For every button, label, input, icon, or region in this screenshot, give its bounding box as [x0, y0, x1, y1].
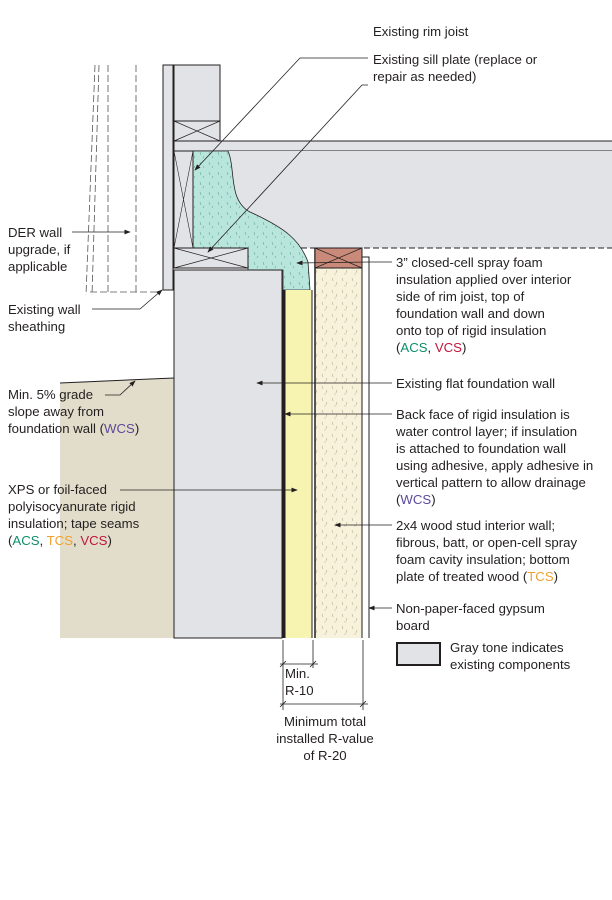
- label-der-wall: DER wall upgrade, if applicable: [8, 224, 70, 275]
- paren: (: [8, 533, 13, 548]
- label-line: Gray tone indicates: [450, 640, 564, 655]
- label-line: 3” closed-cell spray foam: [396, 255, 543, 270]
- rigid-insulation: [283, 290, 312, 638]
- label-line: 2x4 wood stud interior wall;: [396, 518, 556, 533]
- paren: ): [107, 533, 112, 548]
- label-line: onto top of rigid insulation: [396, 323, 547, 338]
- label-foundation-wall: Existing flat foundation wall: [396, 376, 556, 391]
- dimension-lines: [279, 640, 368, 710]
- label-text: plate of treated wood (: [396, 569, 528, 584]
- label-grade: Min. 5% grade slope away from foundation…: [8, 386, 139, 437]
- code-acs: ACS: [400, 340, 428, 355]
- paren: ): [461, 340, 467, 355]
- label-min-total: Minimum total installed R-value of R-20: [270, 713, 380, 764]
- label-line: Min.: [285, 666, 310, 681]
- leader-lines: [72, 57, 392, 611]
- label-line: foundation wall (WCS): [8, 420, 139, 437]
- label-line: using adhesive, apply adhesive in: [396, 458, 594, 473]
- code-tcs: TCS: [46, 533, 73, 548]
- label-line: Existing wall: [8, 302, 81, 317]
- label-line: Back face of rigid insulation is: [396, 407, 570, 422]
- label-line: water control layer; if insulation: [396, 424, 578, 439]
- code-vcs: VCS: [80, 533, 108, 548]
- label-codes: (WCS): [396, 491, 593, 508]
- wall-sheathing: [162, 64, 174, 291]
- sep: ,: [39, 533, 47, 548]
- label-line: of R-20: [303, 748, 347, 763]
- legend-swatch: [396, 642, 441, 666]
- subfloor: [173, 140, 612, 152]
- paren: (: [396, 340, 401, 355]
- label-back-face: Back face of rigid insulation is water c…: [396, 406, 593, 508]
- label-sill-plate: Existing sill plate (replace or repair a…: [373, 51, 537, 85]
- label-xps: XPS or foil-faced polyisocyanurate rigid…: [8, 481, 139, 549]
- label-line: Min. 5% grade: [8, 387, 94, 402]
- label-line: insulation applied over interior: [396, 272, 572, 287]
- label-line: foundation wall and down: [396, 306, 545, 321]
- code-acs: ACS: [12, 533, 40, 548]
- label-line: board: [396, 618, 430, 633]
- code-tcs: TCS: [527, 569, 554, 584]
- label-line: DER wall: [8, 225, 63, 240]
- label-line: R-10: [285, 683, 314, 698]
- foundation-wall: [173, 269, 283, 639]
- label-wall-sheathing: Existing wall sheathing: [8, 301, 81, 335]
- label-stud-wall: 2x4 wood stud interior wall; fibrous, ba…: [396, 517, 577, 585]
- label-line: XPS or foil-faced: [8, 482, 107, 497]
- paren: ): [553, 569, 559, 584]
- paren: ): [431, 492, 436, 507]
- label-line: sheathing: [8, 319, 66, 334]
- label-line: installed R-value: [276, 731, 374, 746]
- code-vcs: VCS: [434, 340, 462, 355]
- label-line: vertical pattern to allow drainage: [396, 475, 586, 490]
- label-spray-foam: 3” closed-cell spray foam insulation app…: [396, 254, 571, 356]
- label-rim-joist: Existing rim joist: [373, 24, 469, 39]
- label-line: insulation; tape seams: [8, 516, 140, 531]
- upper-wall-stud: [173, 64, 221, 122]
- label-gypsum: Non-paper-faced gypsum board: [396, 600, 545, 634]
- code-wcs: WCS: [400, 492, 432, 507]
- gypsum-board: [362, 256, 370, 638]
- stud-cavity: [315, 268, 362, 638]
- sep: ,: [427, 340, 435, 355]
- label-min-r10: Min. R-10: [285, 665, 314, 699]
- label-line: existing components: [450, 657, 571, 672]
- legend-text: Gray tone indicates existing components: [450, 639, 570, 673]
- code-wcs: WCS: [104, 421, 135, 436]
- paren: ): [134, 421, 140, 436]
- label-text: foundation wall (: [8, 421, 105, 436]
- soil: [60, 378, 174, 638]
- label-line: foam cavity insulation; bottom: [396, 552, 570, 567]
- label-line: slope away from: [8, 404, 105, 419]
- label-line: repair as needed): [373, 69, 477, 84]
- label-line: Non-paper-faced gypsum: [396, 601, 545, 616]
- label-line: applicable: [8, 259, 68, 274]
- label-line: Existing sill plate (replace or: [373, 52, 538, 67]
- label-line: polyisocyanurate rigid: [8, 499, 136, 514]
- label-line: side of rim joist, top of: [396, 289, 525, 304]
- label-line: upgrade, if: [8, 242, 71, 257]
- grade-line: [59, 377, 175, 384]
- sep: ,: [73, 533, 81, 548]
- label-codes: (ACS, TCS, VCS): [8, 532, 139, 549]
- label-line: fibrous, batt, or open-cell spray: [396, 535, 578, 550]
- label-line: plate of treated wood (TCS): [396, 568, 577, 585]
- label-line: is attached to foundation wall: [396, 441, 567, 456]
- label-codes: (ACS, VCS): [396, 339, 571, 356]
- paren: (: [396, 492, 401, 507]
- der-wall-upgrade-outline: [85, 64, 160, 296]
- label-line: Minimum total: [283, 714, 367, 729]
